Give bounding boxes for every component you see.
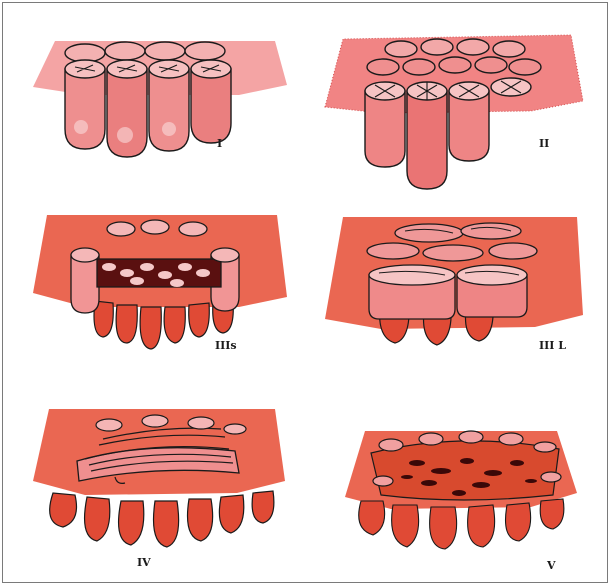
panel-IV: IV [25, 401, 305, 581]
pit-pattern-IIIs-illustration [25, 209, 305, 389]
panel-label-I: I [217, 137, 222, 150]
panel-label-IIIs: IIIs [215, 339, 237, 352]
panel-I: I [25, 27, 305, 207]
panel-IIIs: IIIs [25, 209, 305, 389]
panel-label-V: V [547, 559, 556, 572]
pit-pattern-I-illustration [25, 27, 305, 207]
panel-label-IIIL: III L [539, 339, 566, 352]
panel-label-II: II [539, 137, 549, 150]
panel-IIIL: III L [321, 209, 601, 389]
pit-pattern-V-illustration [321, 401, 601, 581]
panel-label-IV: IV [137, 556, 151, 569]
panel-V: V [321, 401, 601, 581]
pit-pattern-IIIL-illustration [321, 209, 601, 389]
pit-pattern-II-illustration [321, 27, 601, 207]
panel-II: II [321, 27, 601, 207]
pit-pattern-IV-illustration [25, 401, 305, 581]
